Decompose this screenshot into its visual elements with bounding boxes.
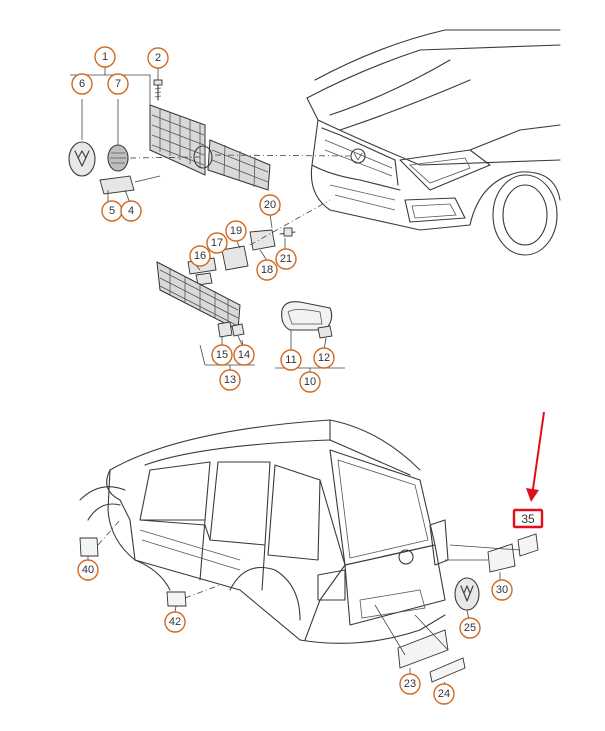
callout-10[interactable]: 10 (299, 371, 321, 393)
callout-15[interactable]: 15 (211, 344, 233, 366)
callout-11[interactable]: 11 (280, 349, 302, 371)
callout-42[interactable]: 42 (164, 611, 186, 633)
callout-1[interactable]: 1 (94, 46, 116, 68)
callout-24-label: 24 (438, 688, 450, 700)
callout-15-label: 15 (216, 349, 228, 361)
callout-1-label: 1 (102, 51, 108, 63)
callout-18[interactable]: 18 (256, 259, 278, 281)
callout-40[interactable]: 40 (77, 559, 99, 581)
rear-emblem (454, 577, 480, 611)
callout-5-label: 5 (109, 205, 115, 217)
callout-19[interactable]: 19 (225, 220, 247, 242)
callout-25[interactable]: 25 (459, 617, 481, 639)
callout-12[interactable]: 12 (313, 347, 335, 369)
callout-11-label: 11 (285, 354, 296, 366)
callout-21[interactable]: 21 (275, 248, 297, 270)
fog-lamp-bezel (281, 301, 333, 339)
callout-14[interactable]: 14 (233, 344, 255, 366)
callout-4[interactable]: 4 (120, 200, 142, 222)
callout-17[interactable]: 17 (206, 232, 228, 254)
callout-13[interactable]: 13 (219, 369, 241, 391)
callout-16-label: 16 (194, 250, 206, 262)
callout-35-highlight[interactable]: 35 (512, 508, 544, 529)
callout-19-label: 19 (230, 225, 242, 237)
upper-grille (149, 104, 271, 191)
callout-5[interactable]: 5 (101, 200, 123, 222)
callout-23-label: 23 (404, 678, 416, 690)
highlight-arrow (526, 411, 545, 502)
callout-12-label: 12 (318, 352, 330, 364)
callout-14-label: 14 (238, 349, 250, 361)
callout-30-label: 30 (496, 584, 508, 596)
front-car-drawing (306, 29, 561, 256)
callout-13-label: 13 (224, 374, 236, 386)
screw-2 (153, 79, 163, 101)
callout-23[interactable]: 23 (399, 673, 421, 695)
rear-badges (79, 533, 539, 683)
rear-car-drawing (79, 419, 449, 644)
callout-2[interactable]: 2 (147, 47, 169, 69)
callout-20[interactable]: 20 (259, 194, 281, 216)
callout-24[interactable]: 24 (433, 683, 455, 705)
callout-10-label: 10 (304, 376, 316, 388)
callout-40-label: 40 (82, 564, 94, 576)
callout-30[interactable]: 30 (491, 579, 513, 601)
callout-6-label: 6 (79, 78, 85, 90)
callout-42-label: 42 (169, 616, 181, 628)
callout-18-label: 18 (261, 264, 273, 276)
callout-21-label: 21 (280, 253, 292, 265)
callout-20-label: 20 (264, 199, 276, 211)
callout-16[interactable]: 16 (189, 245, 211, 267)
callout-25-label: 25 (464, 622, 476, 634)
callout-7-label: 7 (115, 78, 121, 90)
callout-4-label: 4 (128, 205, 134, 217)
callout-17-label: 17 (211, 237, 223, 249)
front-emblem-group (68, 141, 129, 177)
callout-35-label: 35 (521, 512, 535, 526)
callout-2-label: 2 (155, 52, 161, 64)
callout-6[interactable]: 6 (71, 73, 93, 95)
callout-7[interactable]: 7 (107, 73, 129, 95)
